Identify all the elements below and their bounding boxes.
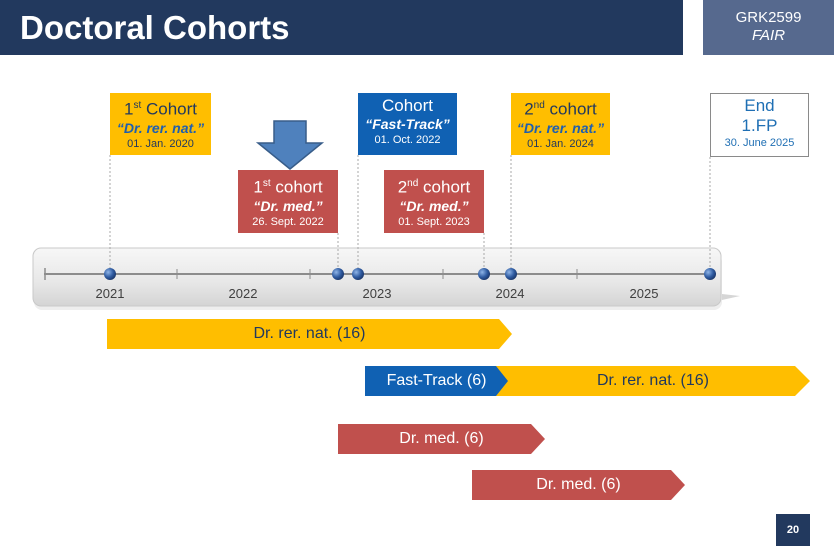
timeline-band-tail: [722, 294, 740, 300]
milestone-subtitle: “Dr. rer. nat.”: [116, 119, 205, 136]
milestone-dot-med1: [332, 268, 344, 280]
milestone-title: 1st Cohort: [123, 99, 197, 119]
milestone-subtitle: “Dr. med.”: [399, 197, 469, 214]
milestone-date: 01. Jan. 2020: [127, 137, 194, 150]
milestone-dot-med2: [478, 268, 490, 280]
bar-med2-shape: [472, 470, 685, 500]
milestone-cohort-fast-track: Cohort “Fast-Track” 01. Oct. 2022: [358, 93, 457, 155]
bar-fast-track: Fast-Track (6): [365, 366, 508, 396]
milestone-title: 2nd cohort: [397, 177, 471, 197]
milestone-date: 01. Sept. 2023: [398, 215, 470, 228]
brand-line1: GRK2599: [735, 9, 802, 26]
brand-line2: FAIR: [751, 27, 786, 44]
tick-label-2024: 2024: [495, 286, 525, 301]
milestone-title-2: 1.FP: [741, 116, 778, 135]
title-bar: [0, 0, 683, 55]
milestone-end-1fp: End 1.FP 30. June 2025: [710, 93, 809, 157]
brand-badge: GRK2599 FAIR: [703, 0, 834, 55]
bar-med-2: Dr. med. (6): [472, 470, 685, 500]
current-position-arrow-icon: [255, 120, 325, 170]
milestone-dot-2020: [104, 268, 116, 280]
milestone-title: Cohort: [381, 96, 434, 115]
milestone-subtitle: “Fast-Track”: [365, 116, 450, 132]
milestone-cohort2-rer-nat: 2nd cohort “Dr. rer. nat.” 01. Jan. 2024: [511, 93, 610, 155]
bar-label: Fast-Track (6): [386, 372, 487, 389]
milestone-subtitle: “Dr. med.”: [253, 197, 323, 214]
milestone-subtitle: “Dr. rer. nat.”: [516, 119, 605, 136]
page-number: 20: [776, 514, 810, 546]
milestone-date: 30. June 2025: [724, 137, 795, 149]
tick-label-2023: 2023: [362, 286, 392, 301]
page-title: Doctoral Cohorts: [20, 9, 290, 46]
tick-label-2021: 2021: [95, 286, 125, 301]
bar-label: Dr. rer. nat. (16): [253, 325, 366, 342]
bar-rer-nat-2: Dr. rer. nat. (16): [508, 366, 798, 396]
milestone-dot-fast: [352, 268, 364, 280]
bar-label: Dr. med. (6): [536, 476, 621, 493]
milestone-title: 2nd cohort: [524, 99, 597, 119]
tick-label-2025: 2025: [629, 286, 659, 301]
milestone-title: End: [744, 96, 775, 115]
tick-label-2022: 2022: [228, 286, 258, 301]
bar-med-1: Dr. med. (6): [338, 424, 545, 454]
milestone-dot-end: [704, 268, 716, 280]
bar-rer-nat-1: Dr. rer. nat. (16): [107, 319, 512, 349]
milestone-title: 1st cohort: [253, 177, 323, 197]
milestone-cohort2-med: 2nd cohort “Dr. med.” 01. Sept. 2023: [384, 170, 484, 233]
milestone-connectors: [109, 155, 711, 274]
milestone-date: 01. Oct. 2022: [374, 134, 441, 146]
milestone-cohort1-med: 1st cohort “Dr. med.” 26. Sept. 2022: [238, 170, 338, 233]
milestone-date: 01. Jan. 2024: [527, 137, 594, 150]
timeline-band: [32, 247, 722, 307]
bar-fast-shape: [365, 366, 508, 396]
bar-label: Dr. med. (6): [399, 430, 484, 447]
bar-med1-shape: [338, 424, 545, 454]
bar-label: Dr. rer. nat. (16): [596, 372, 710, 389]
milestone-date: 26. Sept. 2022: [252, 215, 324, 228]
axis-minor-ticks: [176, 269, 578, 279]
bar-rer1-shape: [107, 319, 512, 349]
milestone-dot-rer2: [505, 268, 517, 280]
milestone-cohort1-rer-nat: 1st Cohort “Dr. rer. nat.” 01. Jan. 2020: [110, 93, 211, 155]
